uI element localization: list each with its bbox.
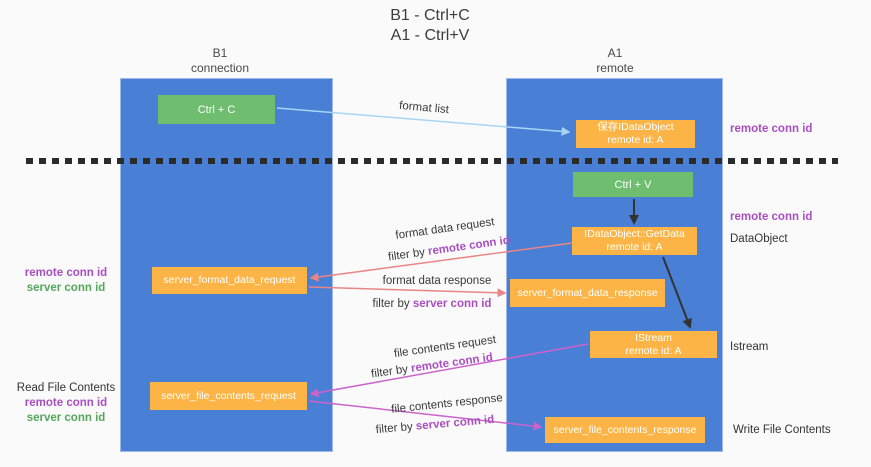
right-column-header: A1 remote: [505, 46, 725, 76]
node-istream-line1: IStream: [635, 331, 672, 344]
side-label-write-file-contents: Write File Contents: [733, 424, 831, 436]
flow-label-filter-server-1: filter by server conn id: [373, 298, 492, 310]
node-server-format-data-response-label: server_format_data_response: [517, 286, 658, 299]
server-conn-id-text: server conn id: [412, 298, 492, 310]
side-label-server-conn-id-left2: server conn id: [26, 412, 106, 424]
right-column-role: remote: [596, 61, 634, 75]
node-server-file-contents-request-label: server_file_contents_request: [161, 389, 296, 402]
side-label-remote-conn-id-left2: remote conn id: [24, 397, 108, 409]
left-conn-id-block-2: Read File Contents remote conn id server…: [14, 381, 118, 426]
left-column-header: B1 connection: [120, 46, 320, 76]
node-ctrl-c: Ctrl + C: [158, 95, 275, 124]
diagram-title: B1 - Ctrl+C A1 - Ctrl+V: [330, 6, 530, 46]
node-server-format-data-request-label: server_format_data_request: [163, 274, 296, 286]
filter-by-text: filter by: [375, 420, 417, 437]
node-server-format-data-response: server_format_data_response: [510, 279, 665, 307]
node-istream: IStream remote id: A: [590, 331, 717, 358]
flow-label-format-list: format list: [398, 99, 450, 117]
side-label-dataobject: DataObject: [730, 233, 788, 245]
node-idataobject-getdata: IDataObject::GetData remote id: A: [572, 227, 697, 255]
right-column-name: A1: [607, 46, 623, 60]
node-istream-line2: remote id: A: [625, 344, 682, 357]
node-getdata-line2: remote id: A: [606, 241, 663, 253]
node-save-dataobject: 保存IDataObject remote id: A: [576, 120, 695, 148]
flow-label-filter-remote-2: filter by remote conn id: [370, 352, 493, 381]
node-server-file-contents-response-label: server_file_contents_response: [553, 423, 697, 436]
side-label-read-file-contents: Read File Contents: [16, 382, 116, 394]
left-column-role: connection: [190, 61, 250, 75]
node-server-file-contents-request: server_file_contents_request: [150, 382, 307, 410]
side-label-remote-conn-id-mid: remote conn id: [730, 211, 813, 223]
side-label-istream: Istream: [730, 341, 769, 353]
node-server-file-contents-response: server_file_contents_response: [545, 417, 705, 443]
session-separator-line: [26, 158, 838, 164]
side-label-remote-conn-id-top: remote conn id: [730, 123, 813, 135]
filter-by-text: filter by: [372, 298, 413, 310]
flow-label-file-contents-response: file contents response: [390, 392, 504, 416]
node-save-dataobject-line2: remote id: A: [607, 134, 664, 146]
filter-by-text: filter by: [387, 245, 429, 264]
filter-by-text: filter by: [370, 362, 412, 381]
side-label-remote-conn-id-left1: remote conn id: [24, 267, 108, 279]
side-label-server-conn-id-left1: server conn id: [26, 282, 106, 294]
flow-label-filter-server-2: filter by server conn id: [375, 414, 494, 436]
remote-conn-id-text: remote conn id: [427, 234, 511, 258]
node-server-format-data-request: server_format_data_request: [152, 267, 307, 294]
left-column-name: B1: [212, 46, 228, 60]
diagram-title-line2: A1 - Ctrl+V: [390, 27, 470, 44]
node-ctrl-v: Ctrl + V: [573, 172, 693, 197]
arrow-format-data-response: [308, 286, 507, 298]
node-save-dataobject-line1: 保存IDataObject: [597, 121, 674, 133]
node-ctrl-v-label: Ctrl + V: [614, 178, 652, 191]
diagram-title-line1: B1 - Ctrl+C: [390, 7, 470, 24]
node-ctrl-c-label: Ctrl + C: [197, 103, 236, 116]
node-getdata-line1: IDataObject::GetData: [584, 228, 685, 240]
flow-label-format-data-response: format data response: [382, 275, 492, 287]
server-conn-id-text: server conn id: [415, 413, 495, 433]
left-conn-id-block-1: remote conn id server conn id: [14, 266, 118, 296]
